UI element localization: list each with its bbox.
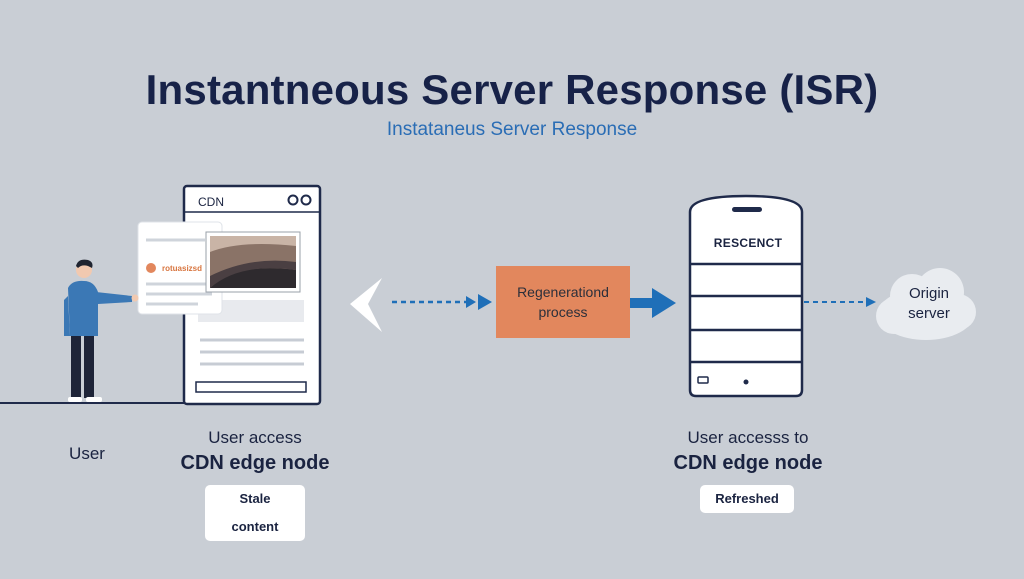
left-arrow-icon bbox=[350, 278, 382, 332]
regeneration-line2: process bbox=[538, 304, 588, 320]
left-caption: User access CDN edge node bbox=[160, 428, 350, 475]
landscape-image-icon bbox=[205, 231, 301, 293]
origin-label: Origin server bbox=[884, 284, 974, 324]
card-text: rotuasizsd bbox=[162, 264, 203, 273]
content-card bbox=[137, 221, 301, 315]
server-stack-icon bbox=[688, 194, 804, 398]
window-control-icon bbox=[287, 194, 299, 206]
dashed-arrow-to-regen bbox=[392, 294, 492, 310]
left-caption-line2: CDN edge node bbox=[180, 452, 330, 474]
page-title: Instantneous Server Response (ISR) bbox=[145, 66, 879, 113]
regeneration-line1: Regenerationd bbox=[517, 284, 609, 300]
cdn-label: CDN bbox=[198, 195, 224, 209]
right-caption-line1: User accesss to bbox=[687, 428, 809, 447]
refreshed-badge: Refreshed bbox=[700, 485, 794, 513]
page-subtitle: Instataneus Server Response bbox=[386, 119, 638, 140]
cloud-icon bbox=[876, 268, 976, 340]
server-label: RESCENCT bbox=[713, 236, 783, 250]
right-caption: User accesss to CDN edge node bbox=[650, 428, 846, 475]
left-caption-line1: User access bbox=[208, 428, 302, 447]
origin-line1: Origin bbox=[908, 285, 949, 302]
origin-line2: server bbox=[908, 305, 950, 322]
dashed-arrow-to-origin bbox=[804, 297, 876, 307]
arrow-regen-to-server bbox=[630, 288, 676, 318]
floor-line bbox=[0, 402, 320, 404]
regeneration-box: Regenerationd process bbox=[496, 266, 630, 338]
user-figure-icon bbox=[64, 259, 139, 402]
stale-content-badge: Stale content bbox=[205, 485, 305, 541]
badge-icon bbox=[146, 263, 156, 273]
window-control-icon bbox=[300, 194, 312, 206]
user-caption: User bbox=[69, 444, 105, 463]
right-caption-line2: CDN edge node bbox=[673, 452, 823, 474]
